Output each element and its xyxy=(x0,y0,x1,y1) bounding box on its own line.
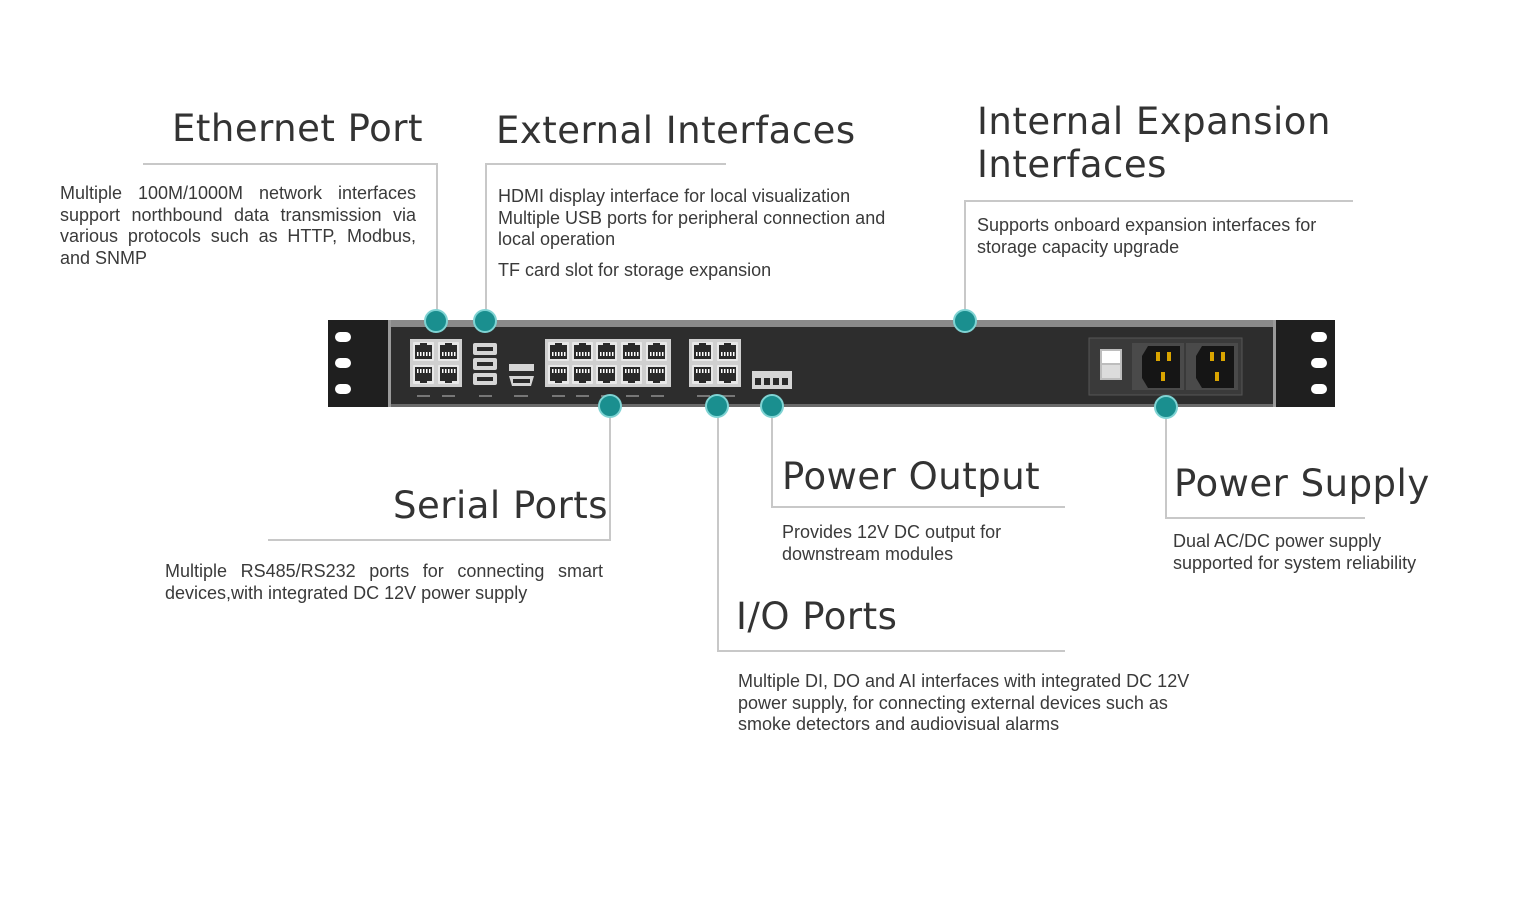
internal-expansion-title-line2: Interfaces xyxy=(977,143,1167,186)
serial-marker-dot xyxy=(598,394,622,418)
external-interfaces-description: HDMI display interface for local visuali… xyxy=(498,186,898,281)
power-output-title: Power Output xyxy=(782,455,1041,498)
io-ports-description: Multiple DI, DO and AI interfaces with i… xyxy=(738,671,1190,734)
serial-ports-title: Serial Ports xyxy=(393,484,609,527)
external-line-hdmi: HDMI display interface for local visuali… xyxy=(498,186,851,206)
power-supply-module xyxy=(1088,337,1243,396)
external-leader-line xyxy=(485,163,726,320)
io-ports-title: I/O Ports xyxy=(736,595,898,638)
ethernet-port-description: Multiple 100M/1000M network interfaces s… xyxy=(60,183,416,268)
internal-marker-dot xyxy=(953,309,977,333)
hdmi-port xyxy=(509,364,534,397)
power-supply-leader-line xyxy=(1165,407,1365,519)
serial-port-block xyxy=(545,339,671,397)
internal-expansion-title-line1: Internal Expansion xyxy=(977,100,1331,143)
external-line-tf: TF card slot for storage expansion xyxy=(498,259,772,280)
power-output-description: Provides 12V DC output for downstream mo… xyxy=(782,522,1002,564)
power-supply-title: Power Supply xyxy=(1174,462,1430,505)
serial-ports-description: Multiple RS485/RS232 ports for connectin… xyxy=(165,561,603,603)
internal-leader-line xyxy=(964,200,1353,320)
ethernet-leader-line xyxy=(143,163,438,320)
power-supply-description: Dual AC/DC power supply supported for sy… xyxy=(1173,531,1417,573)
io-port-block xyxy=(689,339,741,397)
external-marker-dot xyxy=(473,309,497,333)
power-output-terminal xyxy=(752,371,792,389)
external-interfaces-title: External Interfaces xyxy=(496,109,856,152)
left-rack-ear xyxy=(328,320,388,407)
ethernet-ports xyxy=(410,339,462,397)
ethernet-marker-dot xyxy=(424,309,448,333)
io-leader-line xyxy=(717,406,1065,652)
power-output-marker-dot xyxy=(760,394,784,418)
internal-expansion-description: Supports onboard expansion interfaces fo… xyxy=(977,215,1317,257)
io-marker-dot xyxy=(705,394,729,418)
right-rack-ear xyxy=(1276,320,1335,407)
power-output-leader-line xyxy=(771,406,1065,508)
usb-ports xyxy=(473,343,497,397)
external-line-usb: Multiple USB ports for peripheral connec… xyxy=(498,207,886,250)
power-supply-marker-dot xyxy=(1154,395,1178,419)
serial-leader-line xyxy=(268,406,611,541)
ethernet-port-title: Ethernet Port xyxy=(172,107,423,150)
